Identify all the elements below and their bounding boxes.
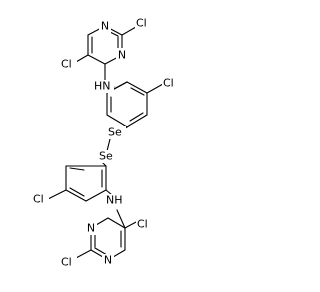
bottom-pyrazine-cl-right: Cl [137,218,148,231]
top-phenyl-cl: Cl [163,77,174,90]
bottom-pyrazine-cl-left: Cl [61,256,72,269]
bottom-pyrazine-n-left: N [87,222,95,235]
chemical-structure-diagram: N N Cl Cl HN Cl Se Se Cl NH N N Cl Cl [33,16,174,269]
bond-bottom-phenyl-cl [47,189,67,200]
bond-top-cl-right [121,26,137,36]
bottom-phenyl-ring [65,165,107,202]
bond-bottom-pyr-cl-left [75,249,92,259]
bottom-phenyl-cl: Cl [33,193,44,206]
bond-bottom-nh-pyrazine [116,209,126,229]
selenium-top: Se [108,126,122,139]
top-pyrazine-cl-right: Cl [136,17,147,30]
top-amine-label: HN [94,80,111,93]
selenium-bottom: Se [99,150,113,163]
bond-se-se [106,138,111,152]
top-pyrazine-cl-left: Cl [61,58,72,71]
top-phenyl-ring [106,81,148,128]
bond-bottom-pyr-cl-right [124,220,139,229]
top-pyrazine-n-top: N [101,20,109,33]
bond-top-cl-left [75,54,89,63]
bottom-pyrazine-n-bottom: N [104,254,112,267]
top-pyrazine-n-right: N [118,49,126,62]
bond-top-phenyl-cl [146,83,164,94]
structure-svg: N N Cl Cl HN Cl Se Se Cl NH N N Cl Cl [33,16,174,269]
bottom-amine-label: NH [106,194,123,207]
